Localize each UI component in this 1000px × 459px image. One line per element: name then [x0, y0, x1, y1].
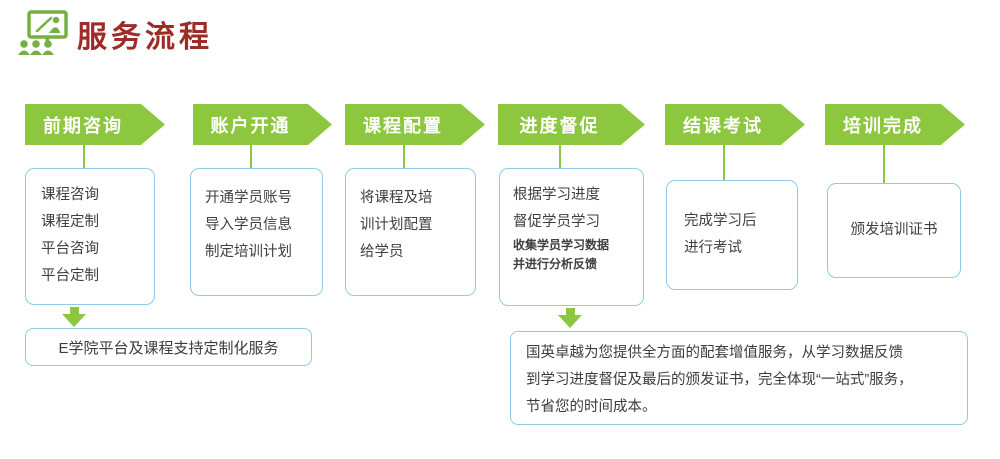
page-title: 服务流程 [77, 21, 213, 54]
detail-line: 制定培训计划 [205, 244, 292, 260]
detail-line: 完成学习后 [684, 213, 757, 229]
step-detail-box-progress: 根据学习进度 督促学员学习 收集学员学习数据 并进行分析反馈 [499, 168, 644, 306]
connector-line [559, 145, 561, 168]
down-arrow-stem [69, 307, 79, 314]
detail-line: 颁发培训证书 [850, 222, 938, 238]
step-banner-final-exam: 结课考试 [665, 104, 805, 145]
detail-line: 训计划配置 [360, 217, 433, 233]
presentation-icon [16, 10, 68, 58]
down-arrow-head [62, 314, 86, 327]
step-detail-box-consultation: 课程咨询 课程定制 平台咨询 平台定制 [25, 168, 155, 305]
connector-line [250, 145, 252, 168]
step-detail-box-course-config: 将课程及培 训计划配置 给学员 [345, 168, 476, 296]
step-detail-box-final-exam: 完成学习后 进行考试 [666, 180, 798, 290]
note-line: 到学习进度督促及最后的颁发证书，完全体现“一站式”服务， [526, 372, 913, 388]
detail-line: 将课程及培 [360, 190, 433, 206]
connector-line [723, 145, 725, 180]
step-banner-course-config: 课程配置 [345, 104, 485, 145]
down-arrow-icon [558, 308, 582, 328]
customization-note: E学院平台及课程支持定制化服务 [25, 328, 312, 366]
step-banner-progress: 进度督促 [498, 104, 645, 145]
detail-line: 督促学员学习 [513, 214, 600, 230]
detail-line: 课程咨询 [41, 187, 99, 203]
detail-line: 课程定制 [41, 214, 99, 230]
connector-line [883, 145, 885, 183]
note-line: 节省您的时间成本。 [526, 399, 657, 415]
step-banner-complete: 培训完成 [825, 104, 965, 145]
down-arrow-head [558, 315, 582, 328]
detail-line: 根据学习进度 [513, 187, 600, 203]
detail-subline: 收集学员学习数据 [513, 238, 610, 252]
step-detail-box-complete: 颁发培训证书 [827, 183, 961, 278]
page-header: 服务流程 [16, 10, 213, 58]
detail-line: 进行考试 [684, 240, 742, 256]
connector-line [403, 145, 405, 168]
detail-line: 给学员 [360, 244, 404, 260]
down-arrow-stem [565, 308, 575, 315]
connector-line [83, 145, 85, 168]
step-detail-box-account: 开通学员账号 导入学员信息 制定培训计划 [190, 168, 323, 296]
detail-subline: 并进行分析反馈 [513, 257, 598, 271]
note-line: 国英卓越为您提供全方面的配套增值服务，从学习数据反馈 [526, 345, 903, 361]
detail-line: 导入学员信息 [205, 217, 292, 233]
down-arrow-icon [62, 307, 86, 327]
detail-line: 平台咨询 [41, 241, 99, 257]
value-added-note: 国英卓越为您提供全方面的配套增值服务，从学习数据反馈 到学习进度督促及最后的颁发… [510, 331, 968, 425]
detail-line: 平台定制 [41, 268, 99, 284]
step-banner-consultation: 前期咨询 [25, 104, 165, 145]
detail-line: 开通学员账号 [205, 190, 292, 206]
step-banner-account: 账户开通 [193, 104, 332, 145]
